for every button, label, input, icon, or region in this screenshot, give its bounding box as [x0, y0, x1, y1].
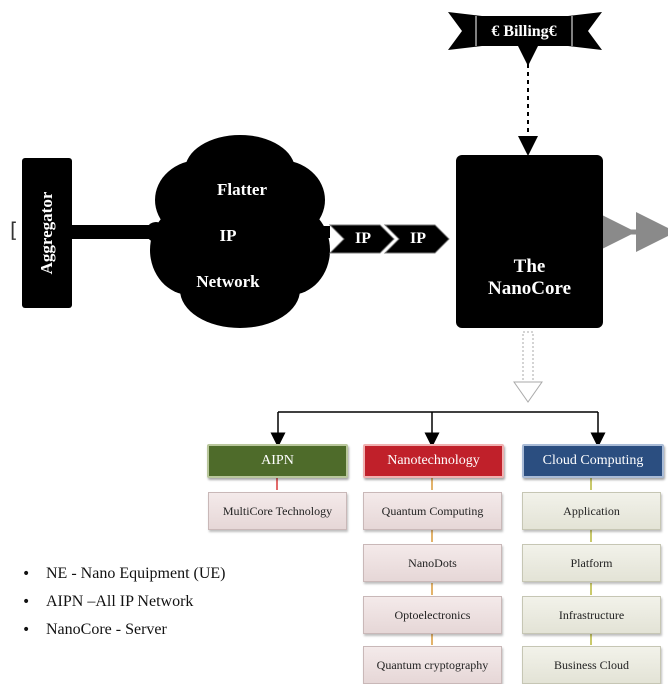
nanocore-down-arrow [513, 331, 543, 403]
billing-label: € Billing€ [491, 23, 557, 40]
category-aipn: AIPN [207, 444, 348, 478]
legend-item: • NanoCore - Server [22, 616, 322, 644]
cloud-item: Application [522, 492, 661, 530]
nanocore-node [456, 155, 603, 328]
cloud-item: Business Cloud [522, 646, 661, 684]
category-cloud-computing: Cloud Computing [522, 444, 664, 478]
nanocore-title: The NanoCore [456, 256, 603, 300]
nanotech-item: Optoelectronics [363, 596, 502, 634]
legend-item: • NE - Nano Equipment (UE) [22, 560, 322, 588]
aggregator-label: Aggregator [37, 191, 56, 275]
aggregator-node [22, 158, 72, 308]
nanotech-item: NanoDots [363, 544, 502, 582]
legend-item: • AIPN –All IP Network [22, 588, 322, 616]
legend-text: NanoCore - Server [46, 621, 167, 638]
bullet-icon: • [22, 594, 31, 610]
cloud-label-line2: IP [219, 226, 237, 245]
ip-chevron-label-2: IP [410, 230, 426, 247]
flatter-ip-cloud [150, 135, 330, 328]
legend-text: AIPN –All IP Network [46, 593, 194, 610]
cloud-item: Infrastructure [522, 596, 661, 634]
tree-connectors [270, 411, 606, 448]
ne-bracket-icon: [ [10, 218, 18, 242]
legend-text: NE - Nano Equipment (UE) [46, 565, 226, 582]
cloud-label-line3: Network [196, 272, 260, 291]
legend: • NE - Nano Equipment (UE) • AIPN –All I… [22, 560, 322, 644]
nanocore-title-line2: NanoCore [487, 278, 572, 299]
ip-chevrons [328, 224, 450, 254]
nanotech-item: Quantum Computing [363, 492, 502, 530]
billing-banner [448, 12, 602, 50]
cloud-label-line1: Flatter [216, 180, 268, 199]
aggregator-connector [70, 225, 154, 239]
bullet-icon: • [22, 566, 31, 582]
aipn-item: MultiCore Technology [208, 492, 347, 530]
nanocore-title-line1: The [513, 256, 546, 277]
cloud-item: Platform [522, 544, 661, 582]
nanotech-item: Quantum cryptography [363, 646, 502, 684]
bullet-icon: • [22, 622, 31, 638]
category-nanotechnology: Nanotechnology [363, 444, 504, 478]
sub-connectors [276, 478, 592, 645]
ip-chevron-label-1: IP [355, 230, 371, 247]
